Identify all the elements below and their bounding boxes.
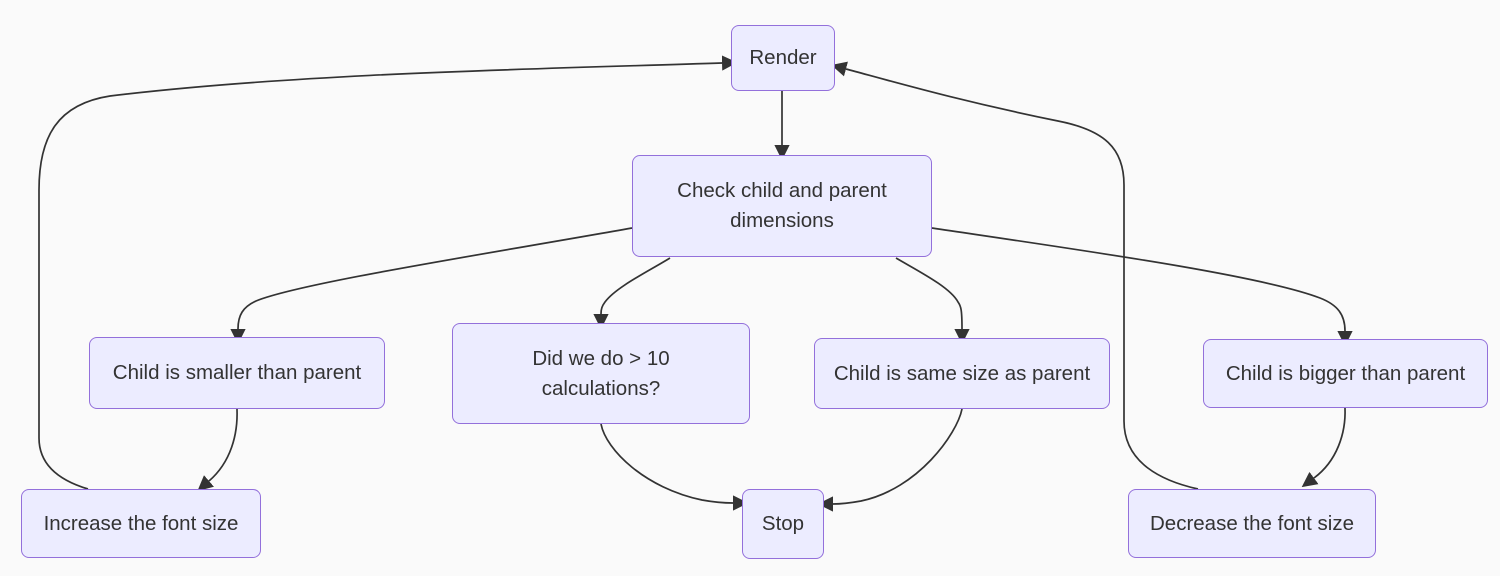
edge-same-stop (817, 408, 963, 512)
node-decrease-font: Decrease the font size (1128, 489, 1376, 558)
edge-bigger-decrease (1301, 407, 1346, 488)
edge-check-same (895, 257, 970, 345)
node-check-dimensions-label-line2: dimensions (730, 209, 834, 232)
edge-increase-render (38, 55, 738, 490)
node-child-bigger-label: Child is bigger than parent (1225, 361, 1466, 385)
node-check-dimensions: Check child and parent dimensions (632, 155, 932, 257)
node-decrease-font-label: Decrease the font size (1150, 511, 1354, 535)
edge-calculations-stop (600, 423, 749, 511)
node-calculations-check-label-line2: calculations? (541, 376, 661, 400)
node-calculations-check-label-line1: Did we do > 10 (532, 346, 670, 370)
edge-decrease-render (831, 61, 1199, 490)
node-child-smaller-label: Child is smaller than parent (112, 361, 362, 384)
node-render: Render (731, 25, 835, 91)
node-child-smaller: Child is smaller than parent (89, 337, 385, 409)
node-calculations-check: Did we do > 10 calculations? (452, 323, 750, 424)
node-stop: Stop (742, 489, 824, 559)
edge-smaller-increase (197, 408, 238, 492)
node-increase-font: Increase the font size (21, 489, 261, 558)
node-child-same-size: Child is same size as parent (814, 338, 1110, 409)
node-increase-font-label: Increase the font size (43, 511, 239, 535)
node-stop-label: Stop (761, 512, 805, 535)
node-check-dimensions-label-line1: Check child and parent (677, 179, 887, 202)
node-child-same-size-label: Child is same size as parent (833, 361, 1091, 385)
edge-check-smaller (230, 227, 633, 345)
edge-check-bigger (931, 227, 1353, 347)
node-render-label: Render (749, 46, 817, 69)
edge-check-calculations (593, 257, 671, 330)
node-child-bigger: Child is bigger than parent (1203, 339, 1488, 408)
